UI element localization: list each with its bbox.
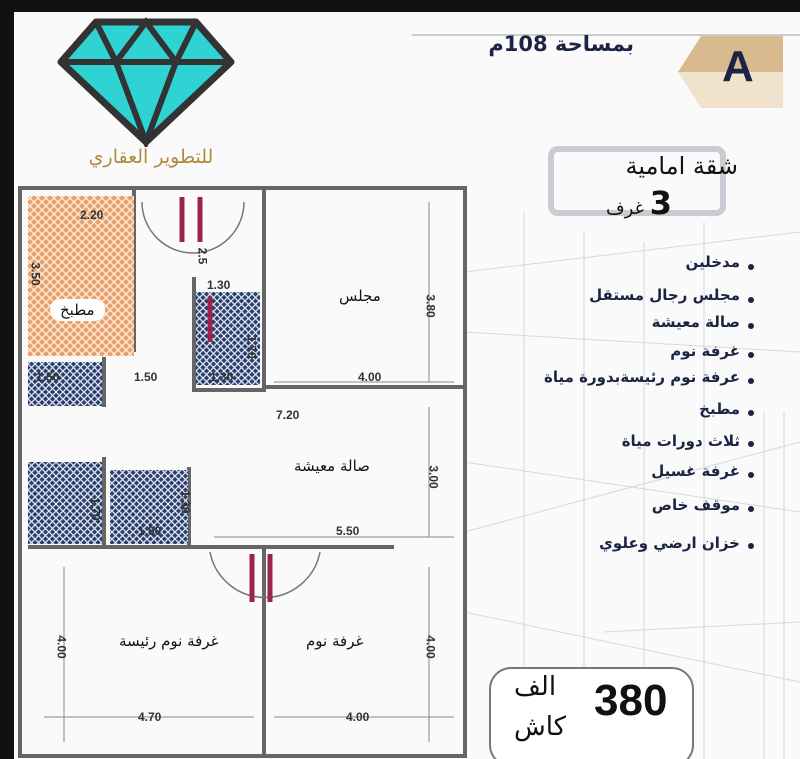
dim-majlis-height: 3.80 <box>423 294 438 318</box>
bedroom-door-arc <box>209 551 321 599</box>
room-majlis: مجلس <box>339 287 381 305</box>
logo-text: للتطوير العقاري <box>88 146 214 168</box>
bathroom-4 <box>110 470 188 544</box>
bullet-icon <box>748 410 754 416</box>
property-flyer: للتطوير العقاري بمساحة 108م A شقة امامية… <box>14 12 800 759</box>
bullet-icon <box>748 378 754 384</box>
unit-type: شقة امامية <box>625 152 738 180</box>
badge-bg <box>678 36 783 108</box>
price-amount: 380 <box>594 676 668 725</box>
feature-item: موقف خاص <box>651 496 740 514</box>
dim-bath4-height: 1.30 <box>178 490 193 514</box>
dim-kitchen-width: 2.20 <box>80 208 104 222</box>
bathroom-2 <box>28 362 102 406</box>
dim-entry: 2.5 <box>195 247 210 265</box>
floor-plan <box>18 186 467 758</box>
feature-item: مدخلين <box>685 253 740 271</box>
price-payment: كاش <box>514 712 567 742</box>
kitchen-area <box>28 196 134 356</box>
area-title: بمساحة 108م <box>488 32 634 56</box>
unit-type-box <box>548 146 726 216</box>
bullet-icon <box>748 297 754 303</box>
bullet-icon <box>748 543 754 549</box>
dim-bath2: 1.50 <box>36 370 60 384</box>
dim-living-width: 7.20 <box>276 408 300 422</box>
room-living: صالة معيشة <box>294 457 370 475</box>
feature-item: مجلس رجال مستقل <box>589 286 740 304</box>
unit-badge: A <box>722 42 754 91</box>
bullet-icon <box>748 323 754 329</box>
bullet-icon <box>748 264 754 270</box>
feature-item: صالة معيشة <box>651 313 740 331</box>
bullet-icon <box>748 472 754 478</box>
rooms-number: 3 <box>649 184 672 222</box>
dim-majlis-width: 4.00 <box>358 370 382 384</box>
background-lines <box>464 212 800 759</box>
bullet-icon <box>748 506 754 512</box>
bullet-icon <box>748 352 754 358</box>
dim-bath1-height: 1.70 <box>244 335 259 359</box>
room-bedroom: غرفة نوم <box>306 632 364 650</box>
dim-bath1-width: 1.30 <box>207 278 231 292</box>
entry-door-arc <box>141 201 245 254</box>
bathroom-3 <box>28 462 102 544</box>
room-kitchen: مطبخ <box>50 299 105 321</box>
dim-bedroom-height: 4.00 <box>423 635 438 659</box>
feature-item: غرفة نوم <box>670 342 740 360</box>
feature-item: خزان ارضي وعلوي <box>599 534 740 552</box>
rooms-label: غرف <box>605 198 644 219</box>
dim-bath1-bottom: 1.30 <box>210 370 234 384</box>
feature-item: غرفة غسيل <box>651 462 740 480</box>
bathroom-1 <box>196 292 260 385</box>
dim-bath3-height: 1.70 <box>88 497 103 521</box>
bullet-icon <box>748 441 754 447</box>
dim-living-height: 3.00 <box>426 465 441 489</box>
rooms-count: 3 غرف <box>574 184 704 222</box>
dim-bath4-width: 1.50 <box>138 524 162 538</box>
feature-item: عرفة نوم رئيسةبدورة مياة <box>544 368 740 386</box>
dim-living-bottom: 5.50 <box>336 524 360 538</box>
dim-bedroom-width: 4.00 <box>346 710 370 724</box>
price-box <box>489 667 694 759</box>
room-master-bedroom: غرفة نوم رئيسة <box>119 632 219 650</box>
diamond-icon <box>57 17 235 147</box>
dim-kitchen-height: 3.50 <box>28 262 43 286</box>
price-unit: الف <box>514 672 557 702</box>
header-divider <box>412 34 800 36</box>
dim-corridor: 1.50 <box>134 370 158 384</box>
feature-item: ثلاث دورات مياة <box>621 432 740 450</box>
feature-item: مطبخ <box>699 400 740 418</box>
dim-master-width: 4.70 <box>138 710 162 724</box>
dim-master-height: 4.00 <box>54 635 69 659</box>
